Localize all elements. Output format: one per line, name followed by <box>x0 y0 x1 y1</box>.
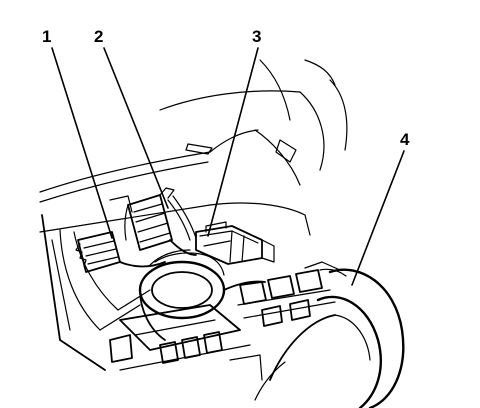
column-shroud <box>138 252 266 341</box>
connector-2-shape <box>109 187 175 251</box>
leader-lines <box>51 47 405 286</box>
lower-panel <box>41 214 151 371</box>
hub-switches <box>109 261 341 381</box>
leader-line-1 <box>51 47 113 239</box>
wire-harness <box>119 195 197 268</box>
callout-3-label: 3 <box>252 27 262 46</box>
callout-4-label: 4 <box>400 130 410 149</box>
dash-background-lines <box>39 59 348 236</box>
leader-line-2 <box>103 47 169 209</box>
connector-1-shape <box>75 231 121 273</box>
callout-1-label: 1 <box>42 27 52 46</box>
leader-line-3 <box>207 47 259 237</box>
connector-3-shape <box>195 221 275 265</box>
callout-2-label: 2 <box>94 27 104 46</box>
leader-line-4 <box>351 150 405 286</box>
steering-wheel-shape <box>254 268 405 408</box>
